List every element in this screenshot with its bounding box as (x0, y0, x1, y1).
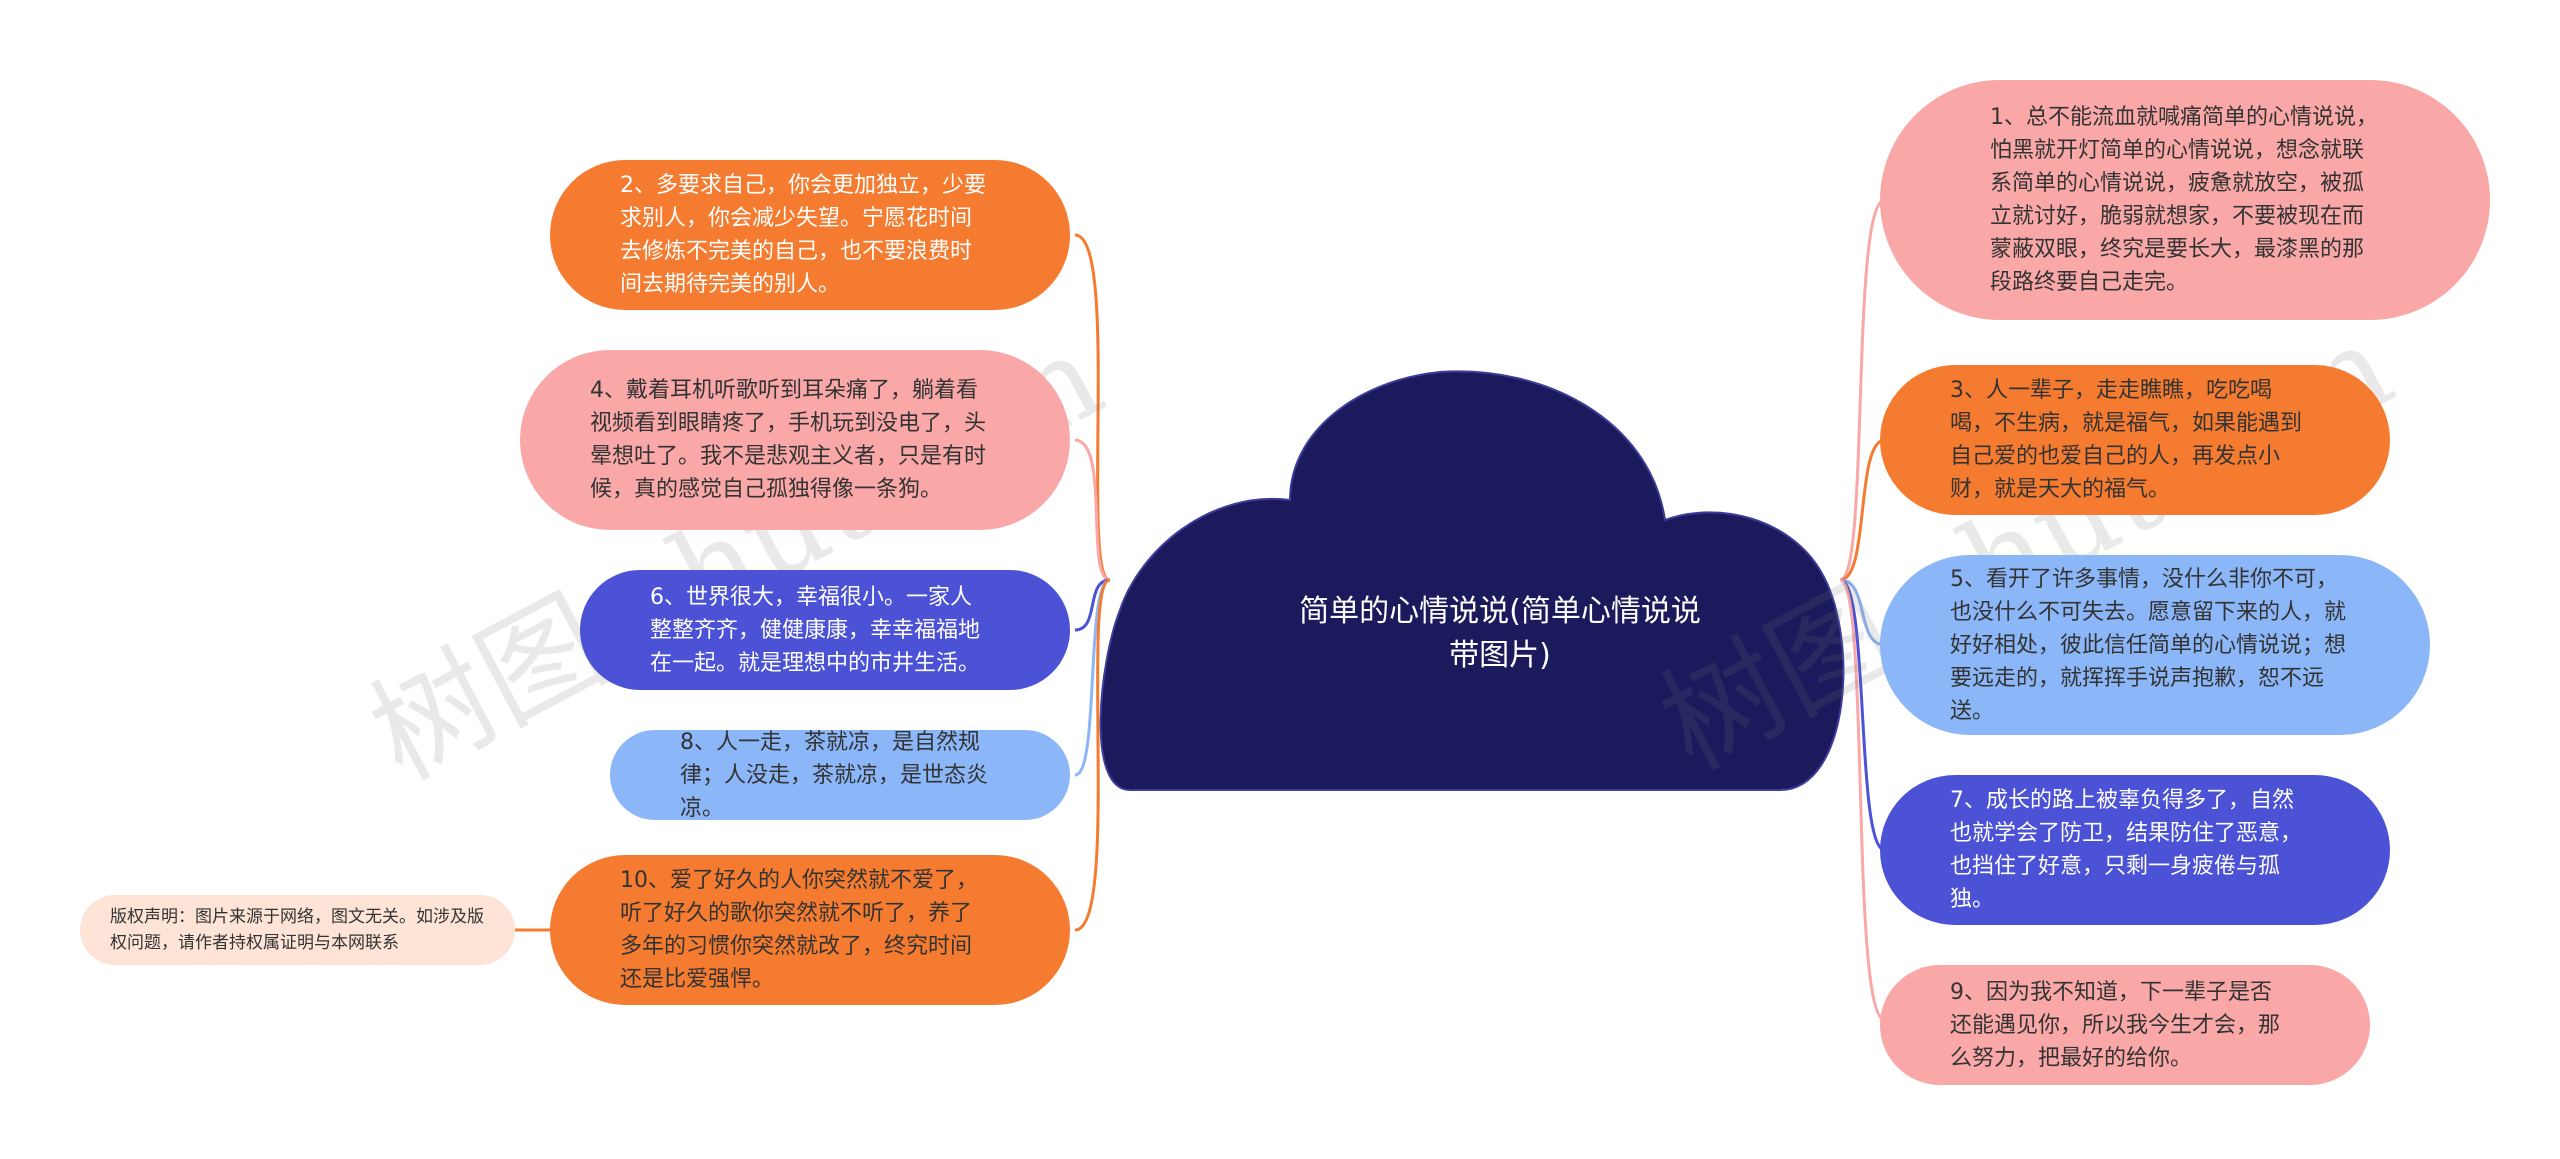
connector-n4 (1074, 438, 1111, 582)
connector-n1 (1839, 198, 1886, 582)
topic-node-2[interactable]: 2、多要求自己，你会更加独立，少要求别人，你会减少失望。宁愿花时间去修炼不完美的… (550, 160, 1070, 310)
topic-node-1[interactable]: 1、总不能流血就喊痛简单的心情说说，怕黑就开灯简单的心情说说，想念就联系简单的心… (1880, 80, 2490, 320)
topic-node-9[interactable]: 9、因为我不知道，下一辈子是否还能遇见你，所以我今生才会，那么努力，把最好的给你… (1880, 965, 2370, 1085)
topic-node-6[interactable]: 6、世界很大，幸福很小。一家人整整齐齐，健健康康，幸幸福福地在一起。就是理想中的… (580, 570, 1070, 690)
connector-n6 (1074, 578, 1111, 632)
topic-node-5[interactable]: 5、看开了许多事情，没什么非你不可，也没什么不可失去。愿意留下来的人，就好好相处… (1880, 555, 2430, 735)
copyright-note-text: 版权声明：图片来源于网络，图文无关。如涉及版权问题，请作者持权属证明与本网联系 (110, 907, 484, 953)
topic-node-4-text: 4、戴着耳机听歌听到耳朵痛了，躺着看视频看到眼睛疼了，手机玩到没电了，头晕想吐了… (590, 378, 987, 502)
connector-n10 (1074, 578, 1111, 932)
topic-node-4[interactable]: 4、戴着耳机听歌听到耳朵痛了，躺着看视频看到眼睛疼了，手机玩到没电了，头晕想吐了… (520, 350, 1070, 530)
topic-node-6-text: 6、世界很大，幸福很小。一家人整整齐齐，健健康康，幸幸福福地在一起。就是理想中的… (650, 584, 981, 676)
connector-n9 (1839, 578, 1886, 1022)
connector-n2 (1074, 233, 1111, 582)
copyright-note[interactable]: 版权声明：图片来源于网络，图文无关。如涉及版权问题，请作者持权属证明与本网联系 (80, 895, 515, 965)
center-cloud-shape (1099, 370, 1845, 791)
connector-n5 (1839, 578, 1886, 647)
topic-node-3-text: 3、人一辈子，走走瞧瞧，吃吃喝喝，不生病，就是福气，如果能遇到自己爱的也爱自己的… (1950, 378, 2303, 502)
topic-node-9-text: 9、因为我不知道，下一辈子是否还能遇见你，所以我今生才会，那么努力，把最好的给你… (1950, 979, 2281, 1071)
topic-node-2-text: 2、多要求自己，你会更加独立，少要求别人，你会减少失望。宁愿花时间去修炼不完美的… (620, 173, 986, 297)
topic-node-7-text: 7、成长的路上被辜负得多了，自然也就学会了防卫，结果防住了恶意，也挡住了好意，只… (1950, 788, 2303, 912)
topic-node-1-text: 1、总不能流血就喊痛简单的心情说说，怕黑就开灯简单的心情说说，想念就联系简单的心… (1990, 105, 2378, 295)
topic-node-10[interactable]: 10、爱了好久的人你突然就不爱了，听了好久的歌你突然就不听了，养了多年的习惯你突… (550, 855, 1070, 1005)
topic-node-8-text: 8、人一走，茶就凉，是自然规律；人没走，茶就凉，是世态炎凉。 (680, 730, 989, 820)
topic-node-7[interactable]: 7、成长的路上被辜负得多了，自然也就学会了防卫，结果防住了恶意，也挡住了好意，只… (1880, 775, 2390, 925)
topic-node-10-text: 10、爱了好久的人你突然就不爱了，听了好久的歌你突然就不听了，养了多年的习惯你突… (620, 868, 978, 992)
connector-n3 (1839, 438, 1886, 582)
connector-n7 (1839, 578, 1886, 852)
topic-node-8[interactable]: 8、人一走，茶就凉，是自然规律；人没走，茶就凉，是世态炎凉。 (610, 730, 1070, 820)
center-topic[interactable]: 简单的心情说说(简单心情说说带图片) (1299, 594, 1701, 673)
topic-node-3[interactable]: 3、人一辈子，走走瞧瞧，吃吃喝喝，不生病，就是福气，如果能遇到自己爱的也爱自己的… (1880, 365, 2390, 515)
topic-node-5-text: 5、看开了许多事情，没什么非你不可，也没什么不可失去。愿意留下来的人，就好好相处… (1950, 566, 2347, 724)
